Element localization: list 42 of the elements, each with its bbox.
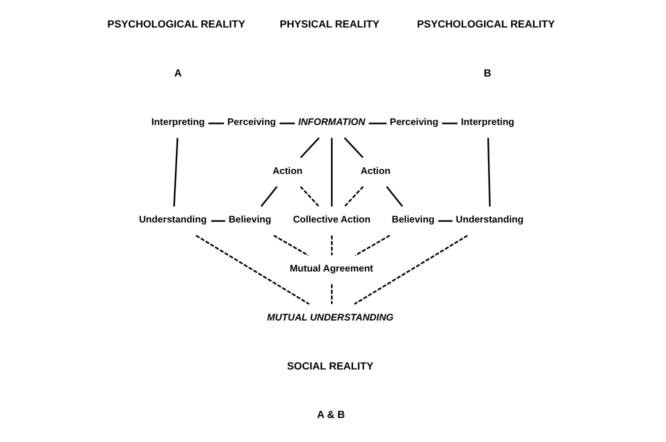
connector (344, 137, 364, 158)
node-text: Perceiving (390, 117, 438, 128)
node-text: Action (272, 166, 302, 177)
connector (196, 234, 310, 305)
connector (208, 122, 224, 124)
connector (354, 234, 390, 256)
label: PHYSICAL REALITY (280, 20, 380, 31)
label: PSYCHOLOGICAL REALITY (417, 20, 555, 31)
label: SOCIAL REALITY (287, 361, 374, 372)
connector (260, 186, 278, 207)
node-text: Collective Action (293, 214, 370, 226)
connector (173, 138, 178, 206)
connector (273, 234, 309, 256)
connector (344, 186, 364, 207)
label: A & B (317, 410, 345, 422)
node-text: Understanding (139, 214, 207, 226)
connector (487, 138, 491, 206)
node-text: Action (360, 166, 390, 177)
label: A (174, 68, 182, 80)
connector (368, 122, 387, 124)
node-text: Believing (392, 214, 434, 226)
node-text: MUTUAL UNDERSTANDING (267, 312, 394, 324)
connector (331, 138, 333, 206)
connector (354, 234, 468, 305)
connector (211, 220, 226, 222)
connector (300, 186, 320, 207)
node-text: Interpreting (151, 117, 205, 128)
connector (442, 122, 458, 124)
label: PSYCHOLOGICAL REALITY (107, 20, 246, 31)
node-text: Believing (228, 214, 272, 226)
node-text: Mutual Agreement (290, 263, 374, 274)
node-text: INFORMATION (298, 117, 366, 128)
connector (331, 235, 333, 256)
connector (331, 284, 333, 304)
connector (438, 220, 452, 222)
connector (386, 186, 404, 207)
node-text: Interpreting (461, 117, 514, 128)
label: B (484, 68, 492, 80)
connector (300, 137, 320, 158)
node-text: Perceiving (227, 117, 276, 128)
connector (280, 122, 295, 124)
node-text: Understanding (456, 214, 524, 226)
